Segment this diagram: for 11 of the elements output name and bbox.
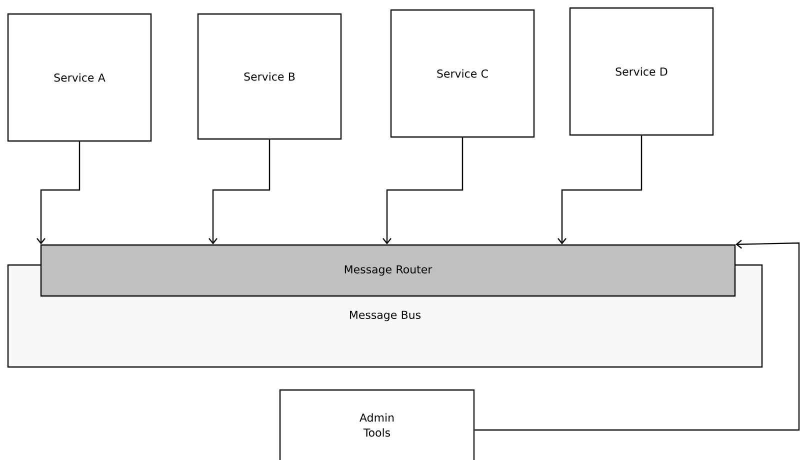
service-box: Service B: [197, 13, 342, 140]
service-box: Service A: [7, 13, 152, 142]
router-bar: Message Router: [40, 244, 736, 297]
arrow: [558, 136, 642, 244]
arrow: [208, 140, 270, 244]
arrow: [382, 138, 464, 244]
arrow: [474, 240, 800, 431]
service-box: Service D: [569, 7, 714, 136]
service-box: Service C: [390, 9, 535, 138]
tool-box: Admin Tools: [279, 389, 475, 460]
arrow: [36, 142, 80, 244]
